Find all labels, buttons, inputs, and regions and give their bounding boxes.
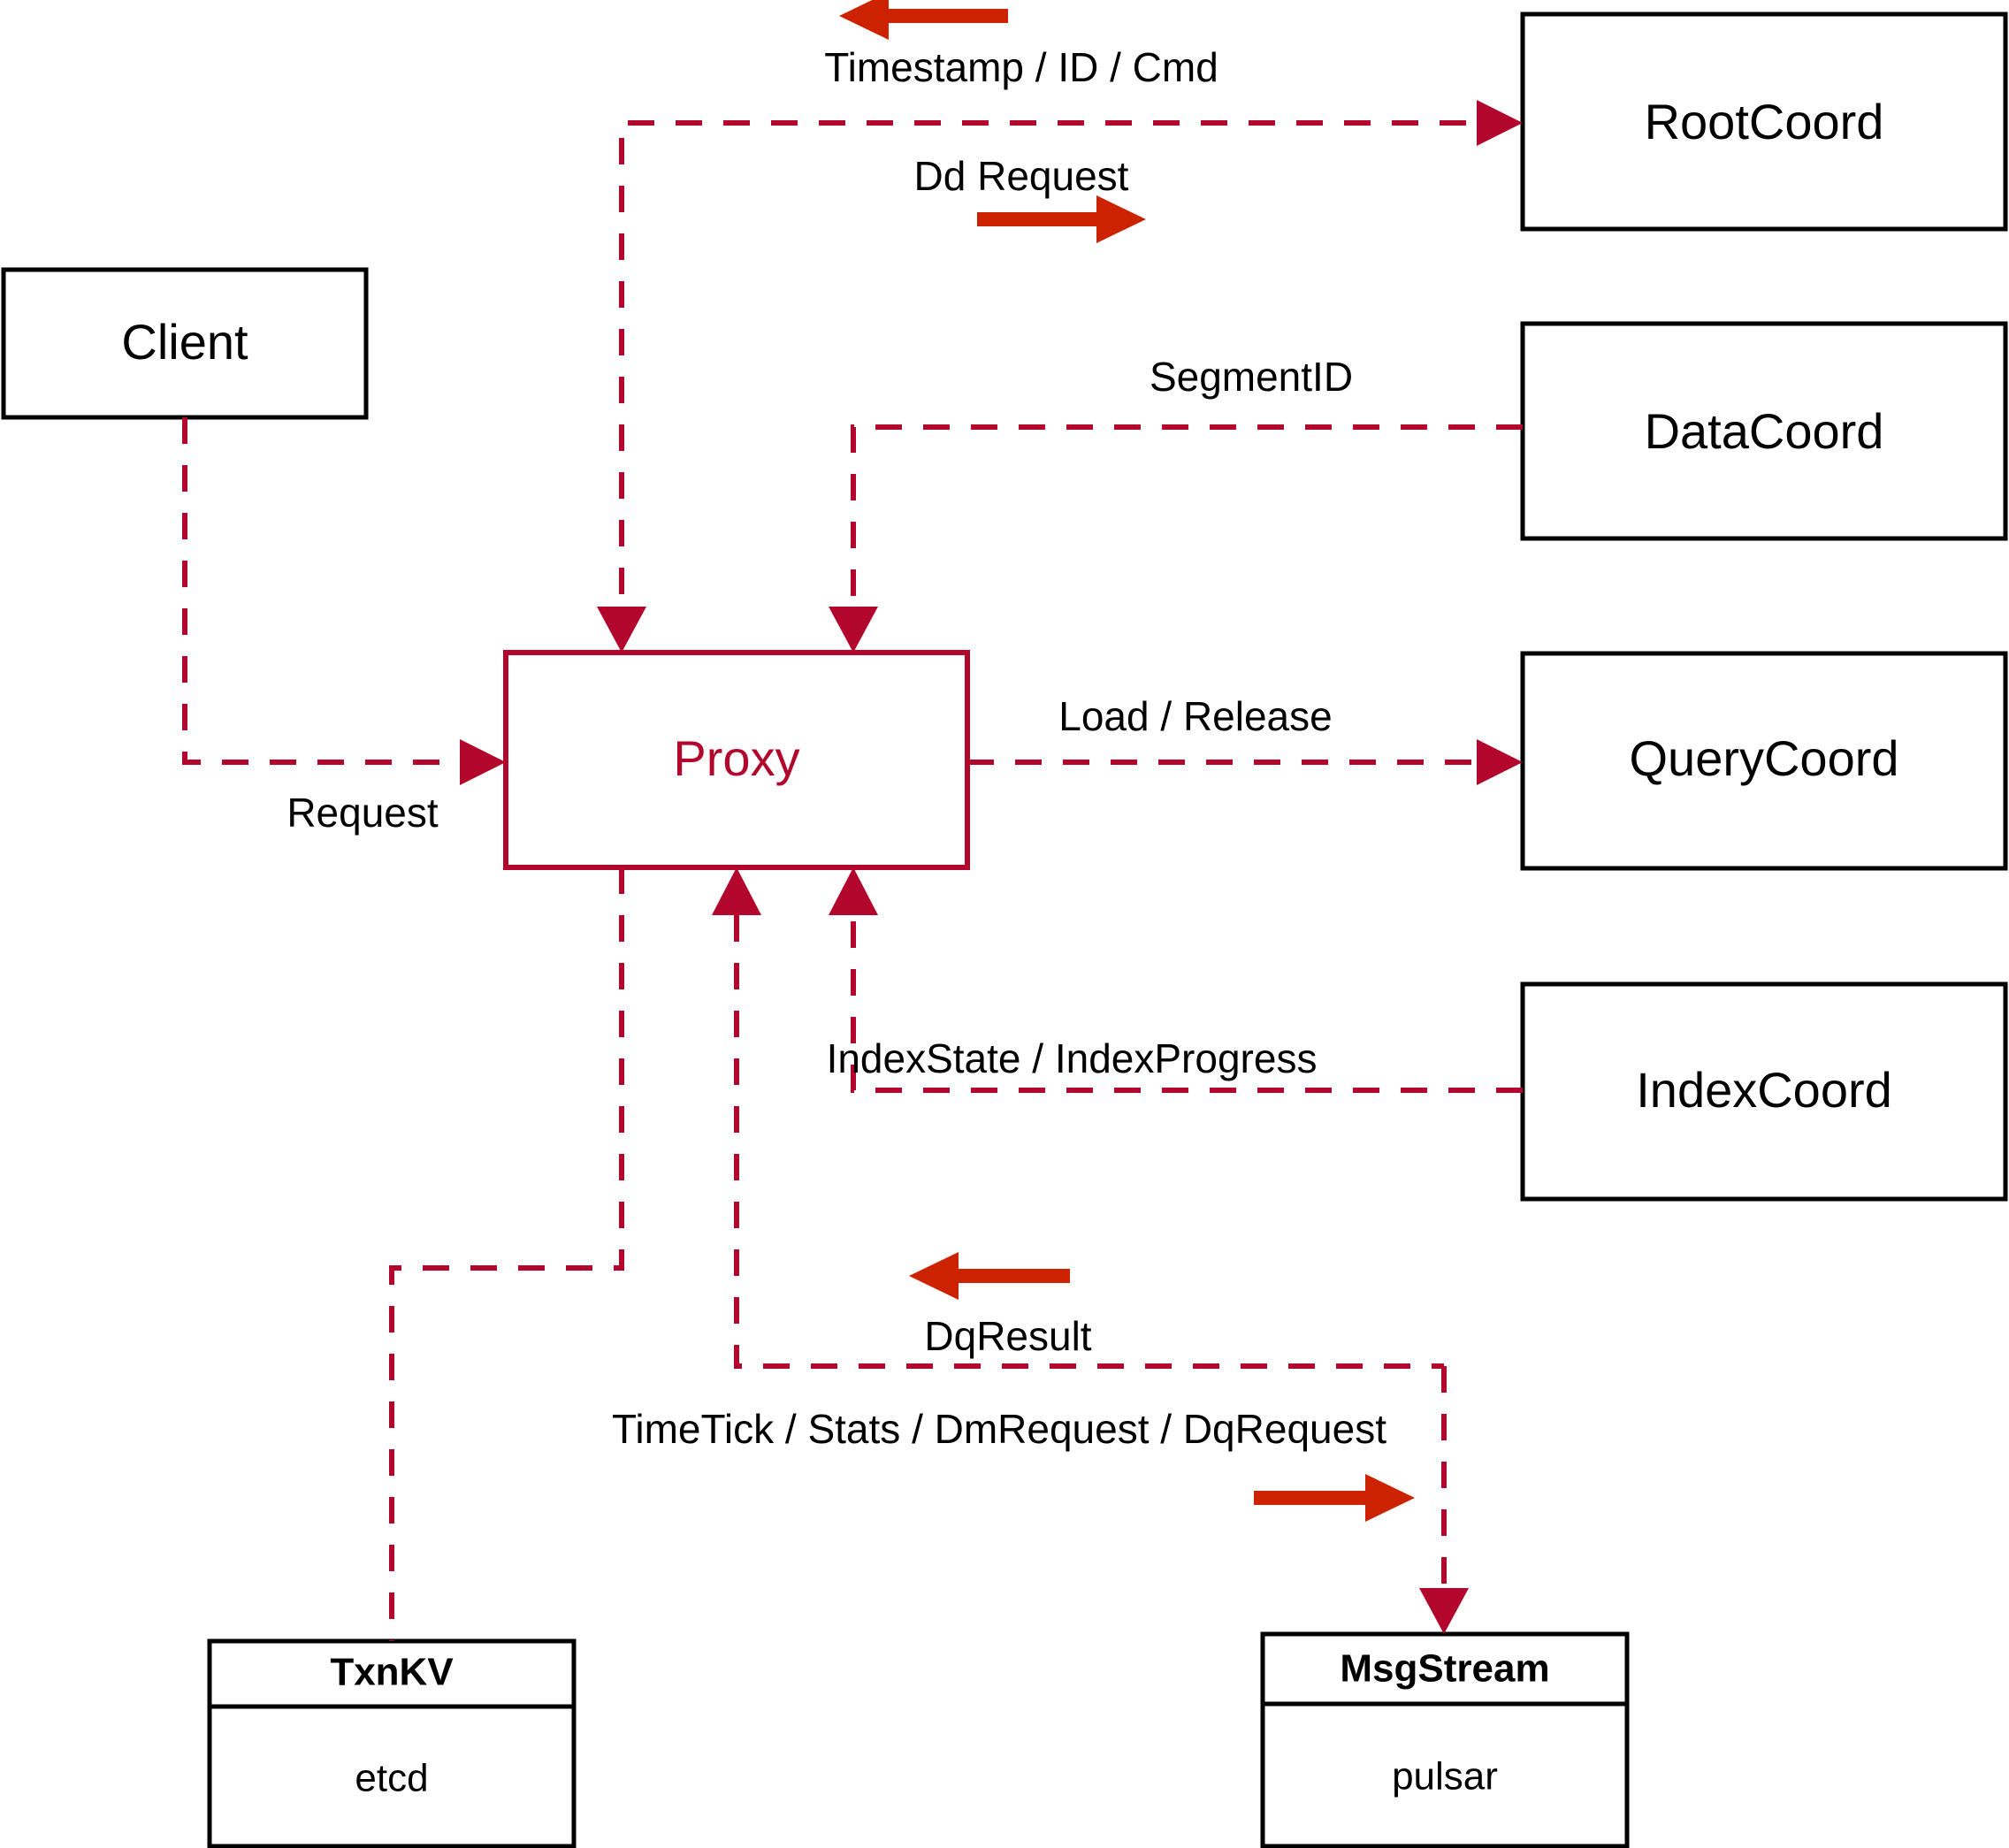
index-coord-box[interactable] [1520, 981, 2008, 1202]
node-data-coord[interactable]: DataCoord [1520, 321, 2008, 541]
edge-proxy-rootcoord [597, 100, 1523, 653]
node-txn-kv[interactable]: TxnKV etcd [207, 1638, 577, 1848]
data-coord-box[interactable] [1520, 321, 2008, 541]
msg-stream-box[interactable] [1260, 1631, 1630, 1848]
direction-arrow-timetick-head [1365, 1474, 1415, 1522]
edge-label-dq-result: DqResult [924, 1313, 1091, 1359]
edge-label-segment-id: SegmentID [1150, 354, 1353, 400]
node-client[interactable]: Client [1, 267, 369, 420]
edge-rootcoord-path [619, 120, 1514, 630]
edge-label-request: Request [286, 790, 439, 836]
root-coord-box[interactable] [1520, 11, 2008, 232]
node-query-coord[interactable]: QueryCoord [1520, 651, 2008, 871]
root-coord-label: RootCoord [1645, 94, 1884, 149]
client-label: Client [121, 314, 248, 370]
msg-stream-impl: pulsar [1392, 1755, 1498, 1798]
direction-arrow-dq-result-head [909, 1252, 959, 1300]
edge-msgstream-proxy [712, 867, 1444, 1369]
edge-timetick-arrowhead [1419, 1588, 1469, 1634]
node-proxy[interactable]: Proxy [503, 650, 970, 870]
edge-indexstate-arrowhead [829, 867, 878, 915]
node-root-coord[interactable]: RootCoord [1520, 11, 2008, 232]
direction-arrow-timestamp-head [839, 0, 889, 40]
edge-label-timestamp-id-cmd: Timestamp / ID / Cmd [824, 44, 1218, 90]
edge-proxy-in-top-right-arrowhead [829, 607, 878, 653]
node-msg-stream[interactable]: MsgStream pulsar [1260, 1631, 1630, 1848]
edge-proxy-txnkv [389, 867, 624, 1641]
edge-datacoord-proxy [829, 424, 1523, 653]
edge-load-release-arrowhead [1477, 739, 1523, 785]
edge-label-index-state-progress: IndexState / IndexProgress [827, 1035, 1318, 1081]
txn-kv-box[interactable] [207, 1638, 577, 1848]
direction-arrow-dd-request [977, 195, 1146, 243]
edge-label-load-release: Load / Release [1058, 693, 1332, 739]
index-coord-label: IndexCoord [1636, 1062, 1892, 1118]
edge-indexcoord-proxy [829, 867, 1523, 1093]
edge-txnkv-path [389, 867, 624, 1641]
direction-arrow-dd-request-shaft [977, 212, 1114, 226]
query-coord-label: QueryCoord [1629, 730, 1898, 786]
edge-dqresult-path [734, 915, 1444, 1369]
edge-client-proxy [182, 417, 506, 785]
edge-segmentid-path [851, 424, 1523, 630]
edge-proxy-in-top-left-arrowhead [597, 607, 646, 653]
edge-proxy-querycoord [967, 739, 1523, 785]
txn-kv-title: TxnKV [330, 1651, 454, 1694]
proxy-box[interactable] [503, 650, 970, 870]
edge-label-dd-request: Dd Request [914, 153, 1129, 199]
data-coord-label: DataCoord [1645, 403, 1884, 459]
edge-label-timetick-stats: TimeTick / Stats / DmRequest / DqRequest [612, 1406, 1386, 1452]
txn-kv-impl: etcd [355, 1757, 428, 1800]
direction-arrow-timetick-shaft [1254, 1491, 1382, 1505]
edge-proxy-msgstream [1419, 1366, 1469, 1634]
query-coord-box[interactable] [1520, 651, 2008, 871]
direction-arrow-timestamp-shaft [871, 9, 1008, 23]
direction-arrow-dd-request-head [1096, 195, 1146, 243]
msg-stream-title: MsgStream [1340, 1647, 1549, 1691]
direction-arrow-timestamp [839, 0, 1008, 40]
edge-rootcoord-arrowhead [1477, 100, 1523, 146]
edge-dqresult-arrowhead [712, 867, 761, 915]
edge-request-path [182, 417, 483, 765]
edge-request-arrowhead [460, 739, 506, 785]
node-index-coord[interactable]: IndexCoord [1520, 981, 2008, 1202]
direction-arrow-timetick [1254, 1474, 1415, 1522]
proxy-label: Proxy [673, 730, 799, 786]
edge-indexstate-path [851, 915, 1523, 1093]
direction-arrow-dq-result-shaft [942, 1269, 1070, 1283]
direction-arrow-dq-result [909, 1252, 1070, 1300]
